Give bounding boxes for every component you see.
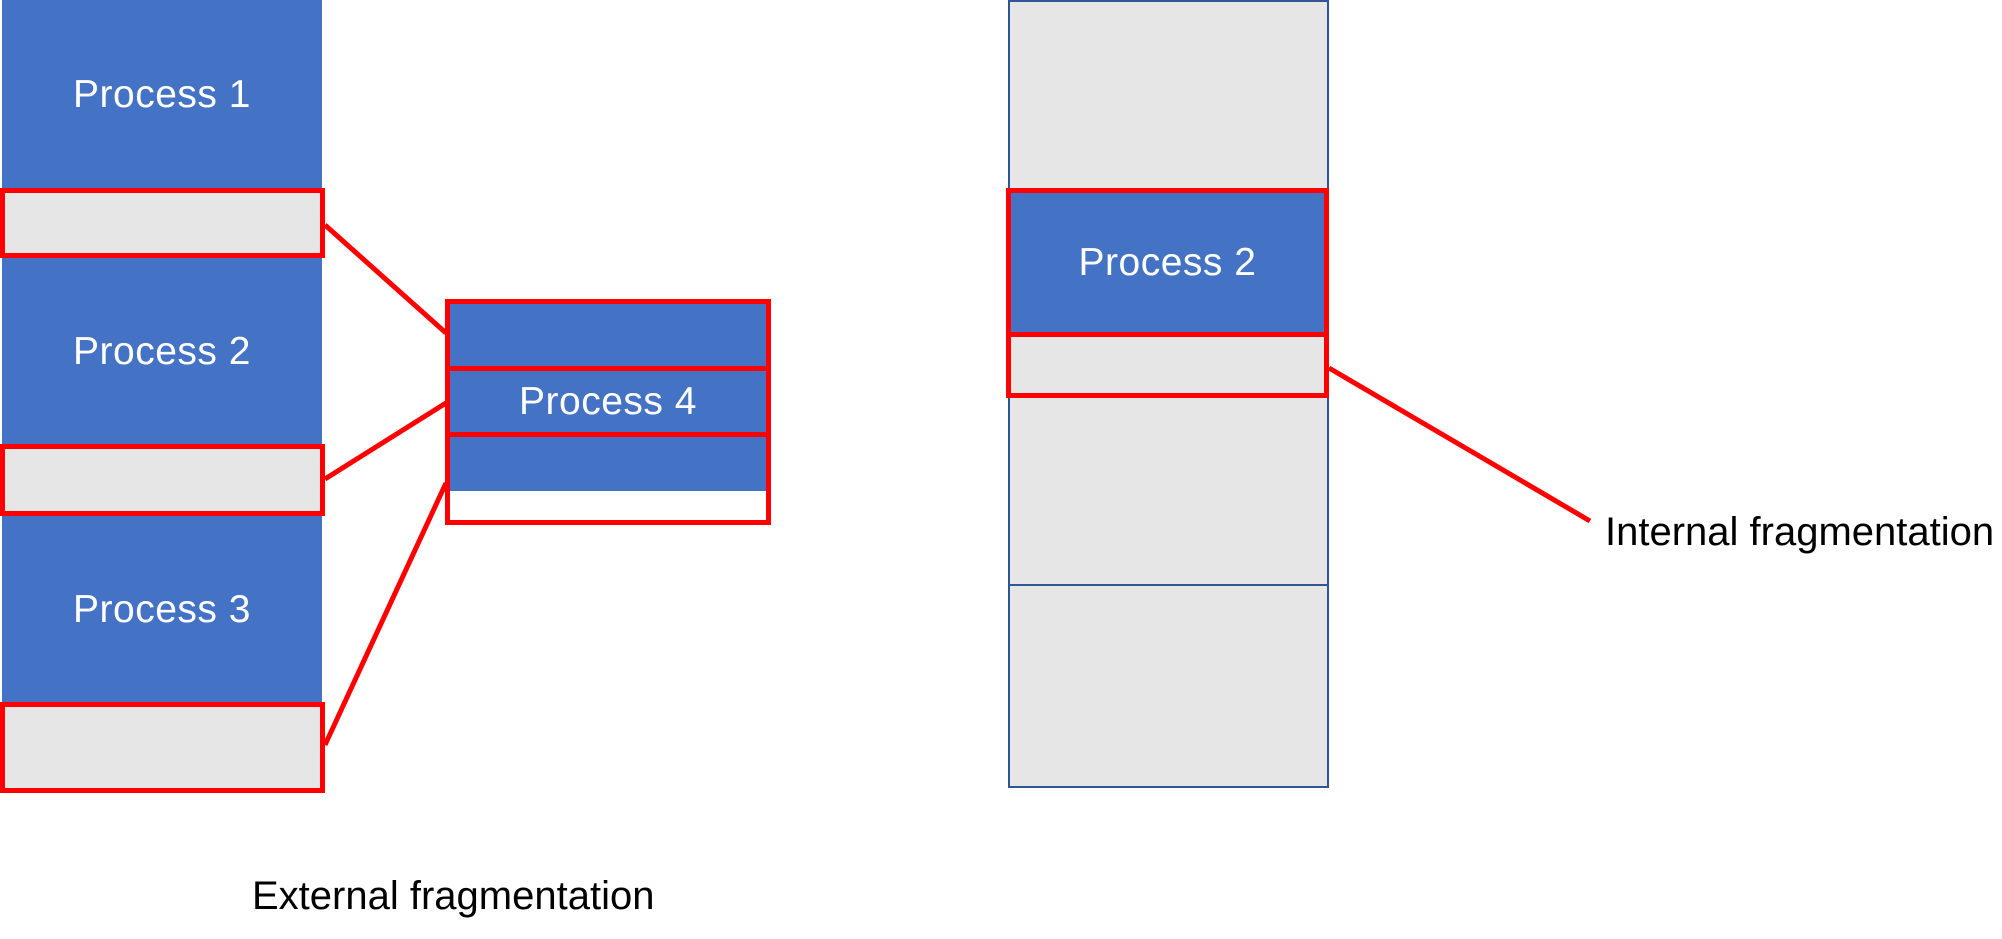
process-4-segment-3 [445, 432, 771, 525]
memory-slot-1 [1008, 0, 1329, 190]
internal-wasted-space [1006, 332, 1329, 398]
internal-process-2-block: Process 2 [1006, 188, 1329, 337]
process-4-fill [450, 304, 766, 491]
internal-process-2-label: Process 2 [1078, 240, 1257, 284]
process-1-block: Process 1 [2, 0, 322, 190]
process-4-segment-1 [445, 299, 771, 371]
process-2-label: Process 2 [73, 330, 251, 373]
connector-hole-3 [322, 481, 449, 747]
process-3-block: Process 3 [2, 516, 322, 704]
internal-fragmentation-caption: Internal fragmentation [1605, 510, 1995, 554]
external-free-hole-3 [0, 702, 325, 793]
connector-hole-1 [323, 223, 448, 335]
external-fragmentation-caption: External fragmentation [252, 874, 655, 918]
connector-hole-2 [323, 400, 448, 482]
process-4-label: Process 4 [519, 379, 697, 423]
external-free-hole-1 [0, 188, 325, 258]
memory-slot-3 [1008, 584, 1329, 788]
process-2-block: Process 2 [2, 258, 322, 446]
connector-internal [1327, 365, 1592, 524]
process-1-label: Process 1 [73, 73, 251, 116]
process-3-label: Process 3 [73, 588, 251, 631]
process-4-label-area: Process 4 [450, 371, 766, 432]
external-free-hole-2 [0, 444, 325, 516]
